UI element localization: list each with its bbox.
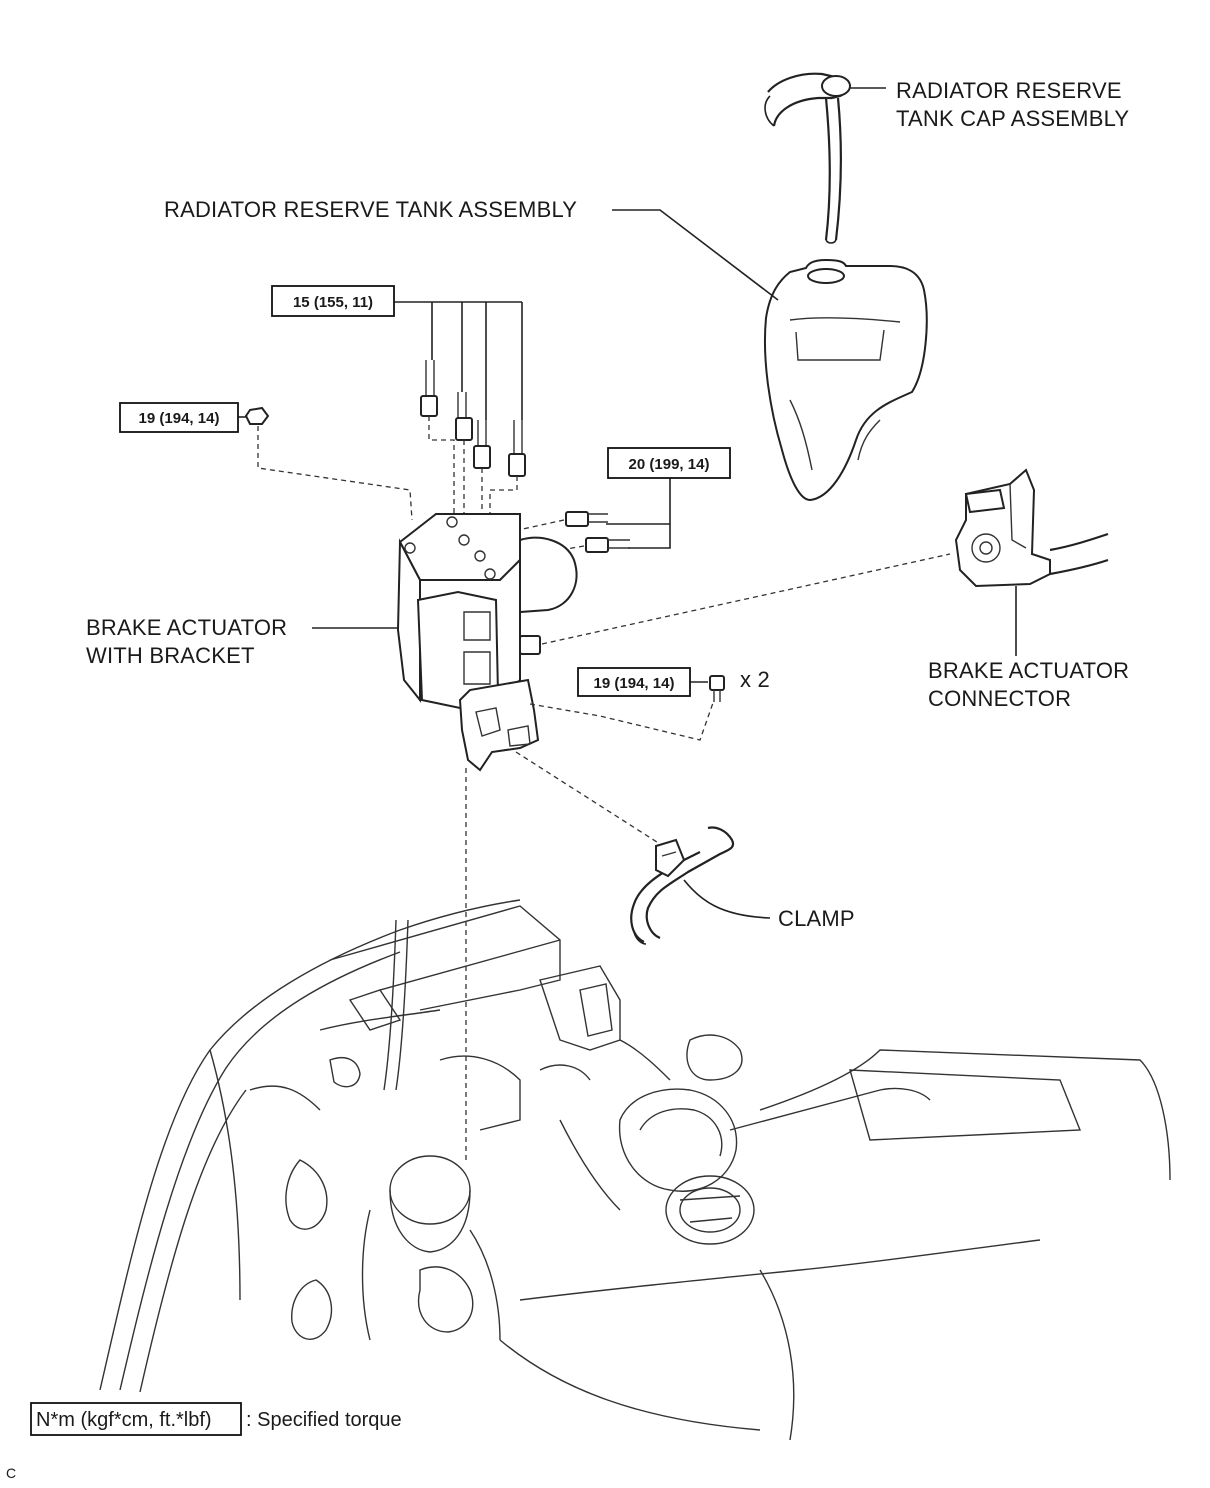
torque-box-upper-nut: 19 (194, 14) — [119, 402, 239, 433]
brake-actuator-drawing — [396, 513, 951, 1160]
connector-drawing — [954, 468, 1109, 656]
upper-nut-drawing — [238, 406, 413, 521]
bolts-quantity: x 2 — [740, 667, 770, 692]
connector-label-line2: CONNECTOR — [928, 686, 1071, 711]
tank-leader — [612, 209, 779, 301]
actuator-label-line1: BRAKE ACTUATOR — [86, 615, 287, 640]
torque-box-side-lines: 20 (199, 14) — [607, 447, 731, 479]
bolts-drawing — [690, 675, 725, 702]
cap-label-line2: TANK CAP ASSEMBLY — [896, 106, 1129, 131]
engine-bay-drawing — [99, 899, 1171, 1441]
tank-cap-assembly-drawing — [764, 72, 886, 244]
connector-label-line1: BRAKE ACTUATOR — [928, 658, 1129, 683]
clamp-drawing — [630, 826, 771, 945]
torque-side-lines-text: 20 (199, 14) — [629, 456, 710, 473]
torque-box-brake-lines: 15 (155, 11) — [271, 285, 395, 317]
torque-legend: N*m (kgf*cm, ft.*lbf) : Specified torque — [30, 1402, 402, 1436]
cap-label-line1: RADIATOR RESERVE — [896, 78, 1122, 103]
reserve-tank-drawing — [763, 258, 928, 502]
torque-upper-nut-text: 19 (194, 14) — [139, 410, 220, 427]
torque-bolts-text: 19 (194, 14) — [594, 675, 675, 692]
torque-brake-lines-text: 15 (155, 11) — [293, 294, 373, 311]
actuator-label-line2: WITH BRACKET — [86, 643, 255, 668]
legend-text: : Specified torque — [246, 1409, 402, 1431]
clamp-label: CLAMP — [778, 906, 855, 931]
legend-unit: N*m (kgf*cm, ft.*lbf) — [36, 1409, 212, 1431]
torque-box-bolts: 19 (194, 14) — [577, 667, 691, 697]
figure-code: C — [6, 1465, 16, 1481]
tank-label: RADIATOR RESERVE TANK ASSEMBLY — [164, 197, 577, 222]
